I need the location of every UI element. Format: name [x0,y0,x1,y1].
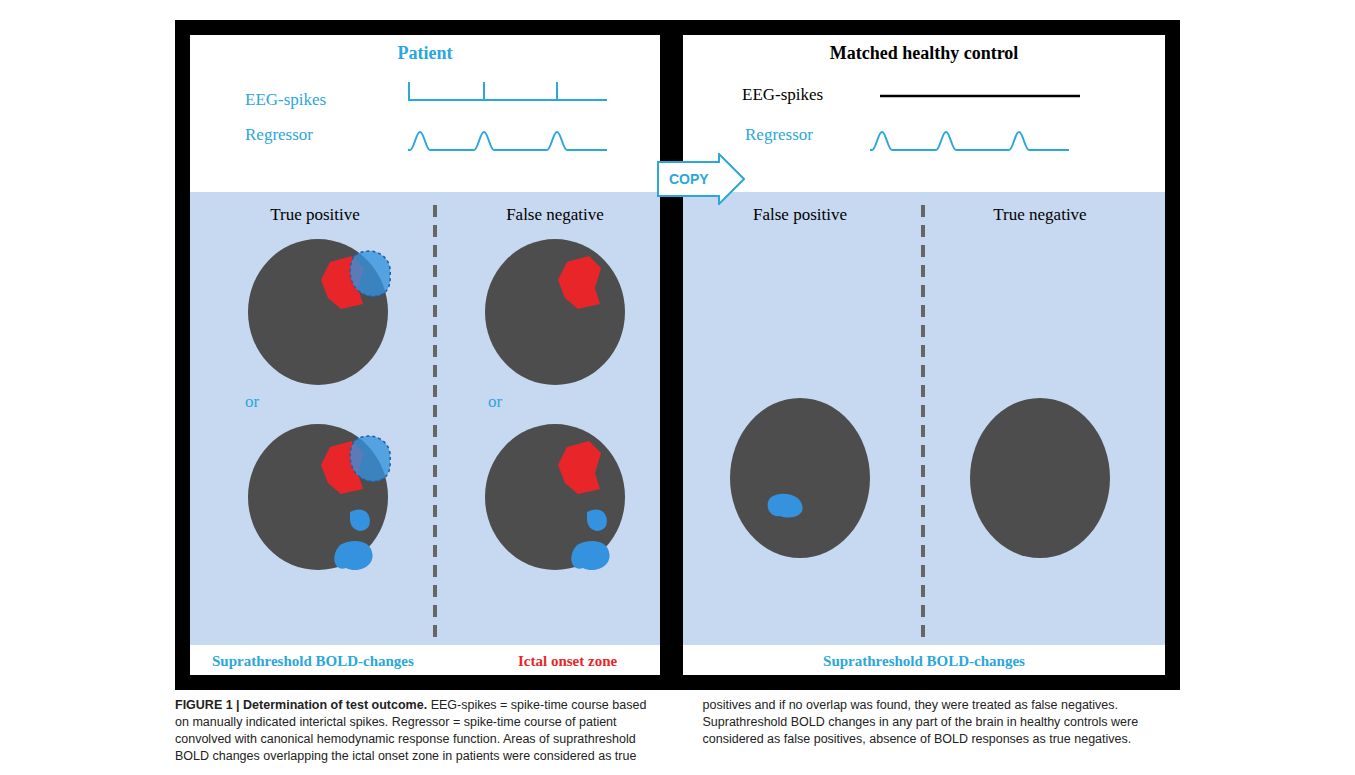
flat-spike-trace [880,95,1080,98]
ictal-onset-zone [558,256,601,309]
signal-name: EEG-spikes [245,90,326,110]
regressor-trace [870,132,1069,150]
brain [485,239,625,385]
brain [970,398,1110,558]
caption-block: FIGURE 1 | Determination of test outcome… [175,697,1180,765]
bold-change [334,509,372,570]
outcome-label: True negative [993,205,1086,225]
signal-name: Regressor [245,125,313,145]
bold-change [350,436,390,481]
signal-name: EEG-spikes [742,85,823,105]
control-panel-ground [683,35,1165,675]
outcome-label: False positive [753,205,847,225]
arrow-shape [658,154,744,204]
ictal-onset-zone [558,441,601,494]
or-label: or [488,392,502,412]
outcome-label: False negative [506,205,604,225]
patient-result-area [190,192,660,645]
legend-text: Suprathreshold BOLD-changes [212,651,414,671]
outcome-label: True positive [270,205,360,225]
patient-panel-ground [190,35,660,675]
panel-heading: Patient [190,43,660,64]
signal-name: Regressor [745,125,813,145]
arrow-label: COPY [669,171,709,187]
frame [175,20,1180,690]
legend-text: Ictal onset zone [518,651,617,671]
divider [921,205,925,640]
control-result-area [683,192,1165,645]
regressor-trace [408,132,607,150]
copy-arrow: COPY [657,153,745,205]
brain [730,398,870,558]
bold-change [768,494,803,518]
or-label: or [245,392,259,412]
brain [485,424,625,570]
panel-heading: Matched healthy control [683,43,1165,64]
divider [433,205,437,640]
figure-title: FIGURE 1 | Determination of test outcome… [175,698,427,712]
spike-trace [408,82,607,100]
legend-text: Suprathreshold BOLD-changes [823,651,1025,671]
bold-change [350,251,390,296]
bold-change [571,509,609,570]
